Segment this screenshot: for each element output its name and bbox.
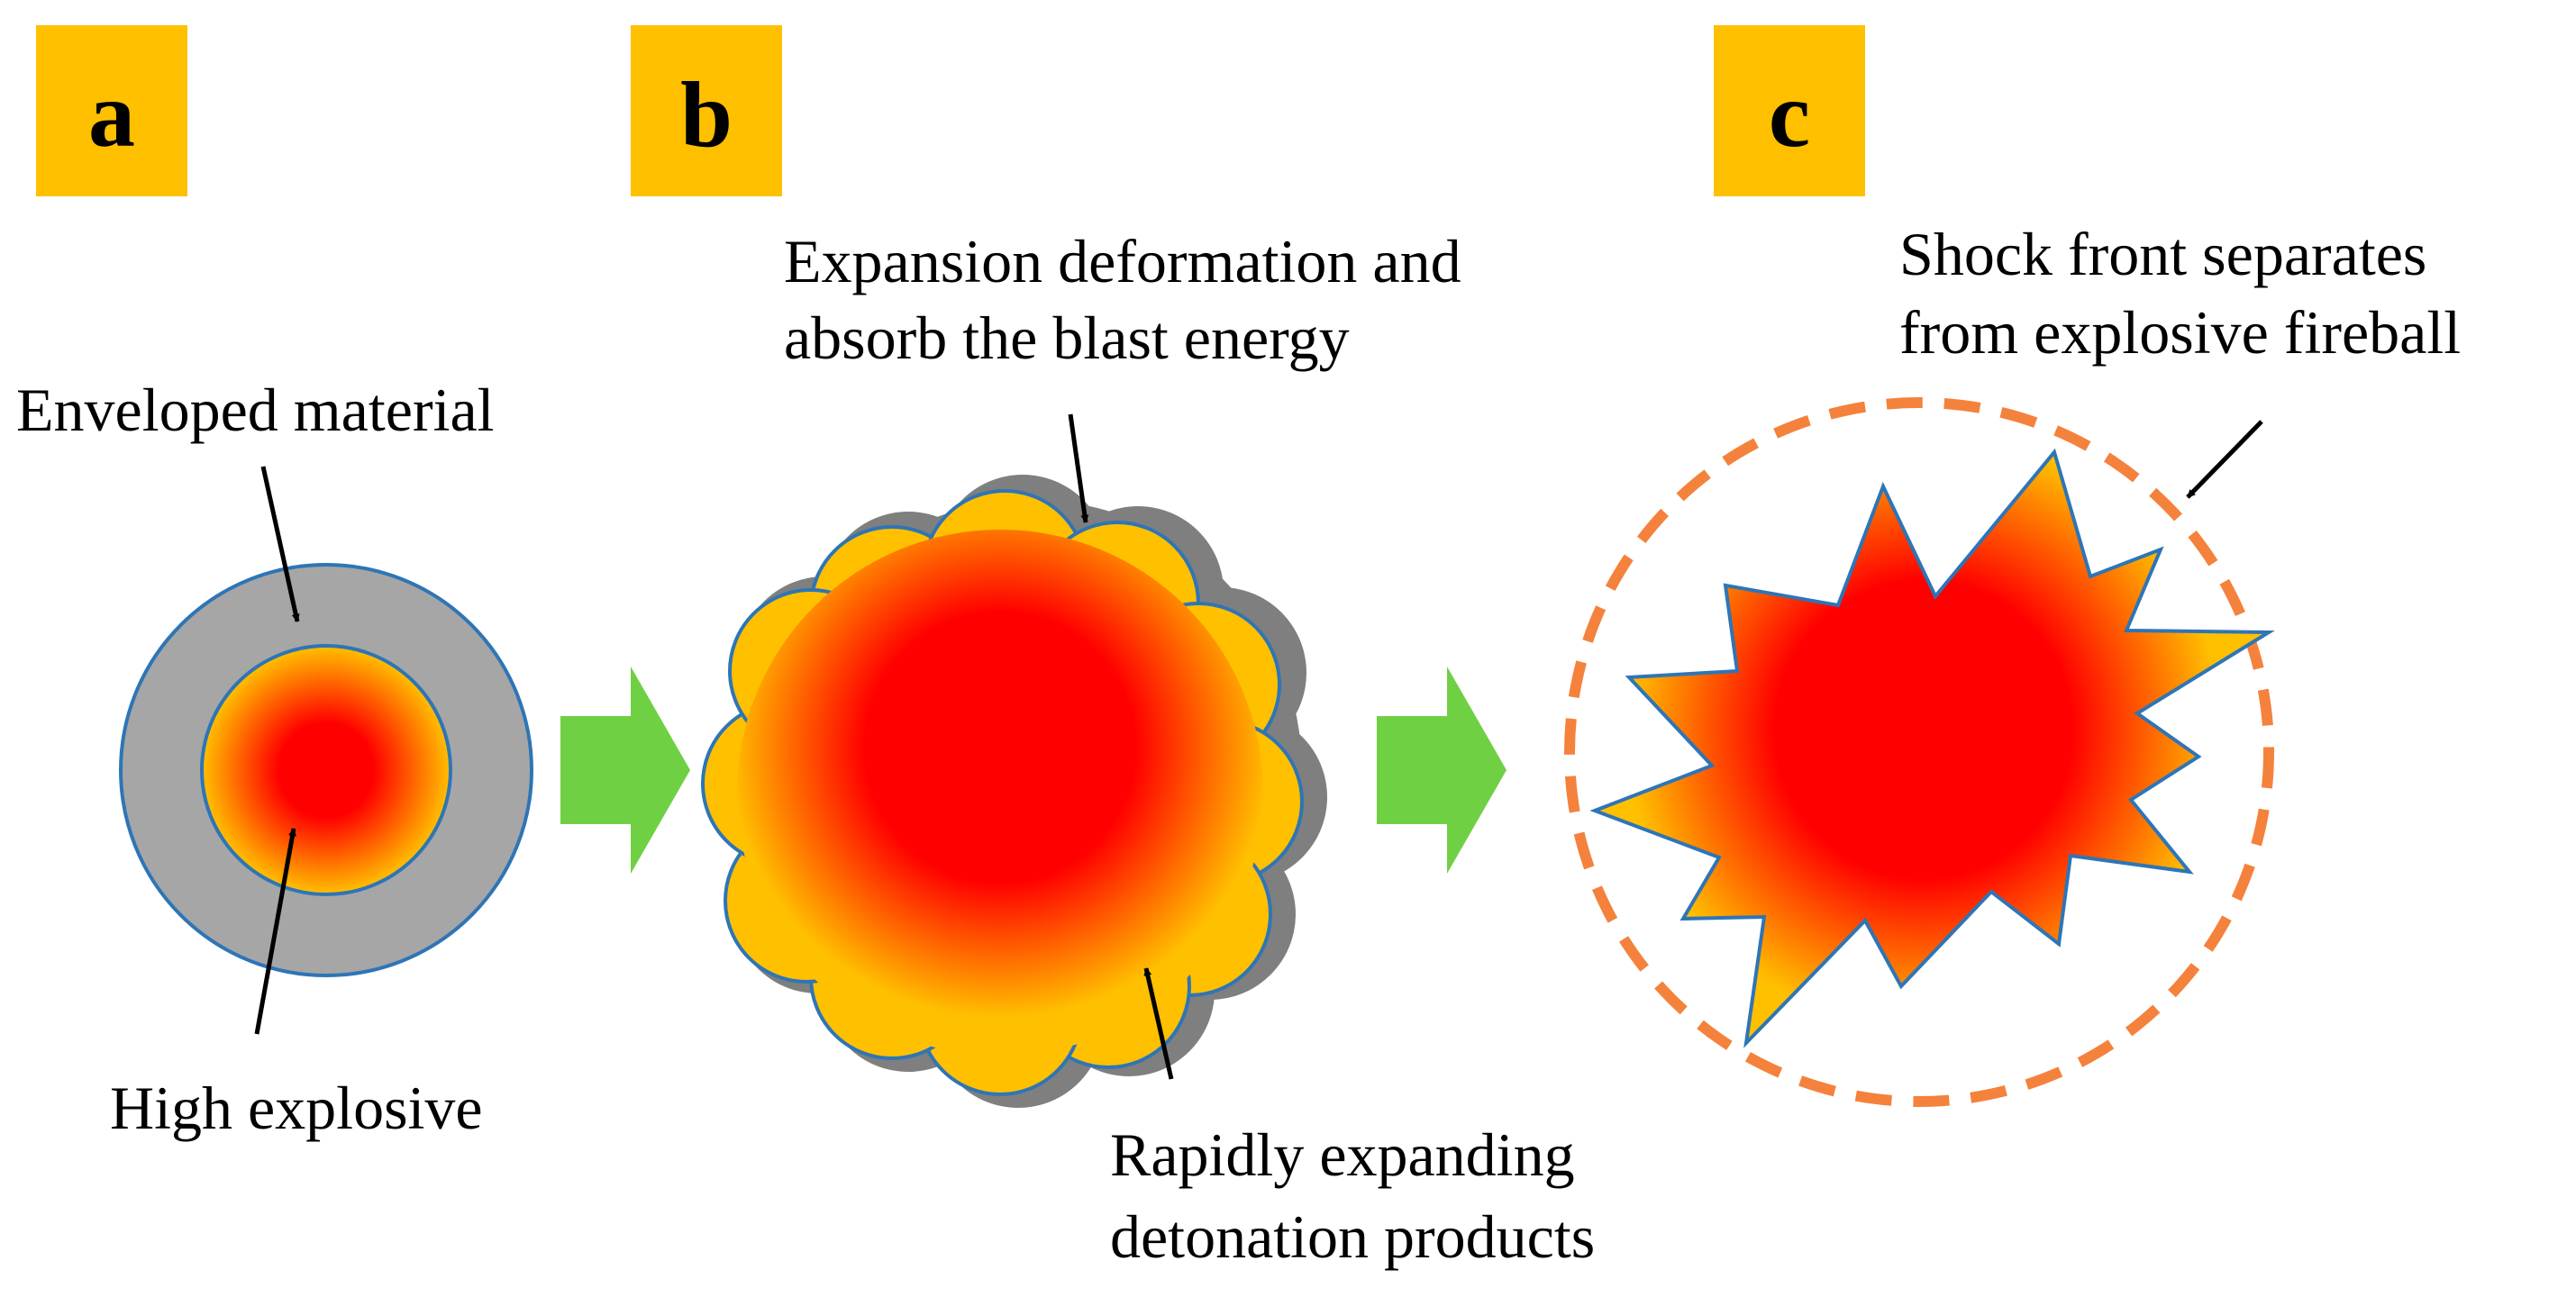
transition-arrow-a-to-b (560, 667, 690, 874)
label-rapidly-line1: Rapidly expanding (1110, 1120, 1575, 1189)
high-explosive-core (200, 644, 452, 896)
panel-letter-a: a (88, 63, 135, 167)
explosive-fireball-star (1589, 448, 2275, 1048)
arrow-high-explosive (254, 828, 296, 1035)
arrow-rapidly-expanding (1143, 967, 1174, 1080)
panel-tag-b: b (631, 25, 782, 196)
panel-tag-a: a (36, 25, 187, 196)
label-expansion-line1: Expansion deformation and (784, 227, 1461, 295)
shock-front-group (1564, 397, 2275, 1107)
arrow-shock-front (2186, 420, 2263, 499)
arrow-expansion (1068, 413, 1089, 523)
label-expansion-line2: absorb the blast energy (784, 304, 1350, 372)
label-rapidly-line2: detonation products (1110, 1202, 1595, 1271)
panel-tag-c: c (1714, 25, 1865, 196)
label-shock-line2: from explosive fireball (1899, 298, 2461, 367)
shock-front-circle (1564, 397, 2274, 1107)
transition-arrow-b-to-c (1377, 667, 1506, 874)
detonation-fireball (737, 530, 1263, 1056)
expanding-cloud (701, 475, 1327, 1108)
enveloped-charge (119, 563, 533, 977)
label-shock-line1: Shock front separates (1899, 220, 2426, 288)
panel-letter-b: b (680, 63, 733, 167)
label-high-explosive: High explosive (110, 1074, 483, 1142)
label-enveloped-material: Enveloped material (16, 376, 495, 444)
panel-letter-c: c (1769, 63, 1810, 167)
arrow-enveloped-material (260, 466, 300, 622)
